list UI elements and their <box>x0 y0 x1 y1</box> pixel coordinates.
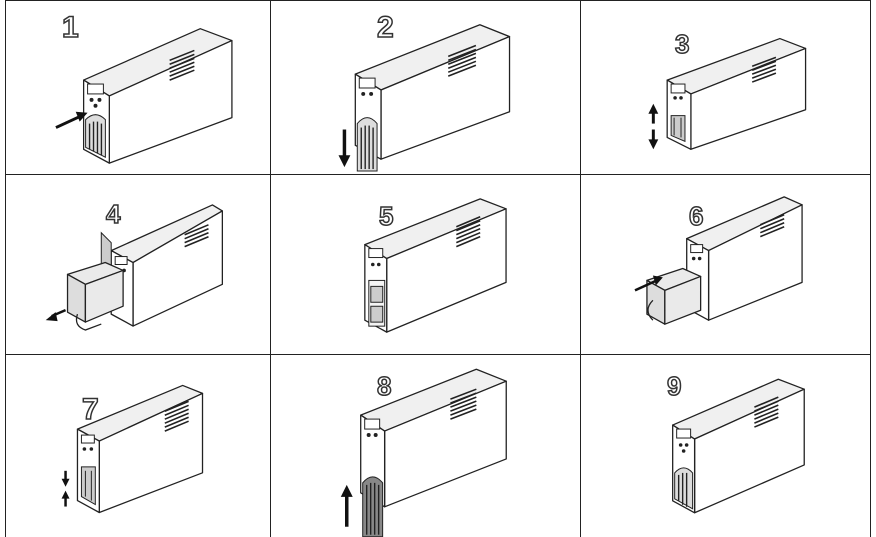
step-number-4: 4 <box>105 199 121 229</box>
step-panel-5: 5 <box>271 175 581 355</box>
step-panel-1: 1 <box>5 0 271 175</box>
step-number-7: 7 <box>81 393 99 426</box>
ups-illustration-2 <box>338 24 511 172</box>
ups-battery-replacement-diagram: 1 2 <box>5 0 871 537</box>
step-number-1: 1 <box>61 11 79 44</box>
step-number-5: 5 <box>378 201 394 231</box>
step-panel-4: 4 <box>5 175 271 355</box>
step-number-3: 3 <box>674 29 690 59</box>
ups-illustration-1 <box>55 28 233 164</box>
ups-illustration-7 <box>61 384 204 514</box>
ups-illustration-8 <box>340 368 507 537</box>
step-number-6: 6 <box>688 201 704 231</box>
ups-illustration-3 <box>648 37 807 150</box>
step-number-8: 8 <box>376 371 392 401</box>
step-panel-8: 8 <box>271 355 581 537</box>
step-number-2: 2 <box>376 11 394 44</box>
ups-illustration-6 <box>634 196 803 325</box>
step-panel-9: 9 <box>581 355 871 537</box>
step-number-9: 9 <box>666 371 682 401</box>
step-panel-6: 6 <box>581 175 871 355</box>
ups-illustration-4 <box>45 204 224 331</box>
step-panel-7: 7 <box>5 355 271 537</box>
step-panel-3: 3 <box>581 0 871 175</box>
step-panel-2: 2 <box>271 0 581 175</box>
ups-illustration-9 <box>672 378 805 514</box>
ups-illustration-5 <box>364 198 507 333</box>
